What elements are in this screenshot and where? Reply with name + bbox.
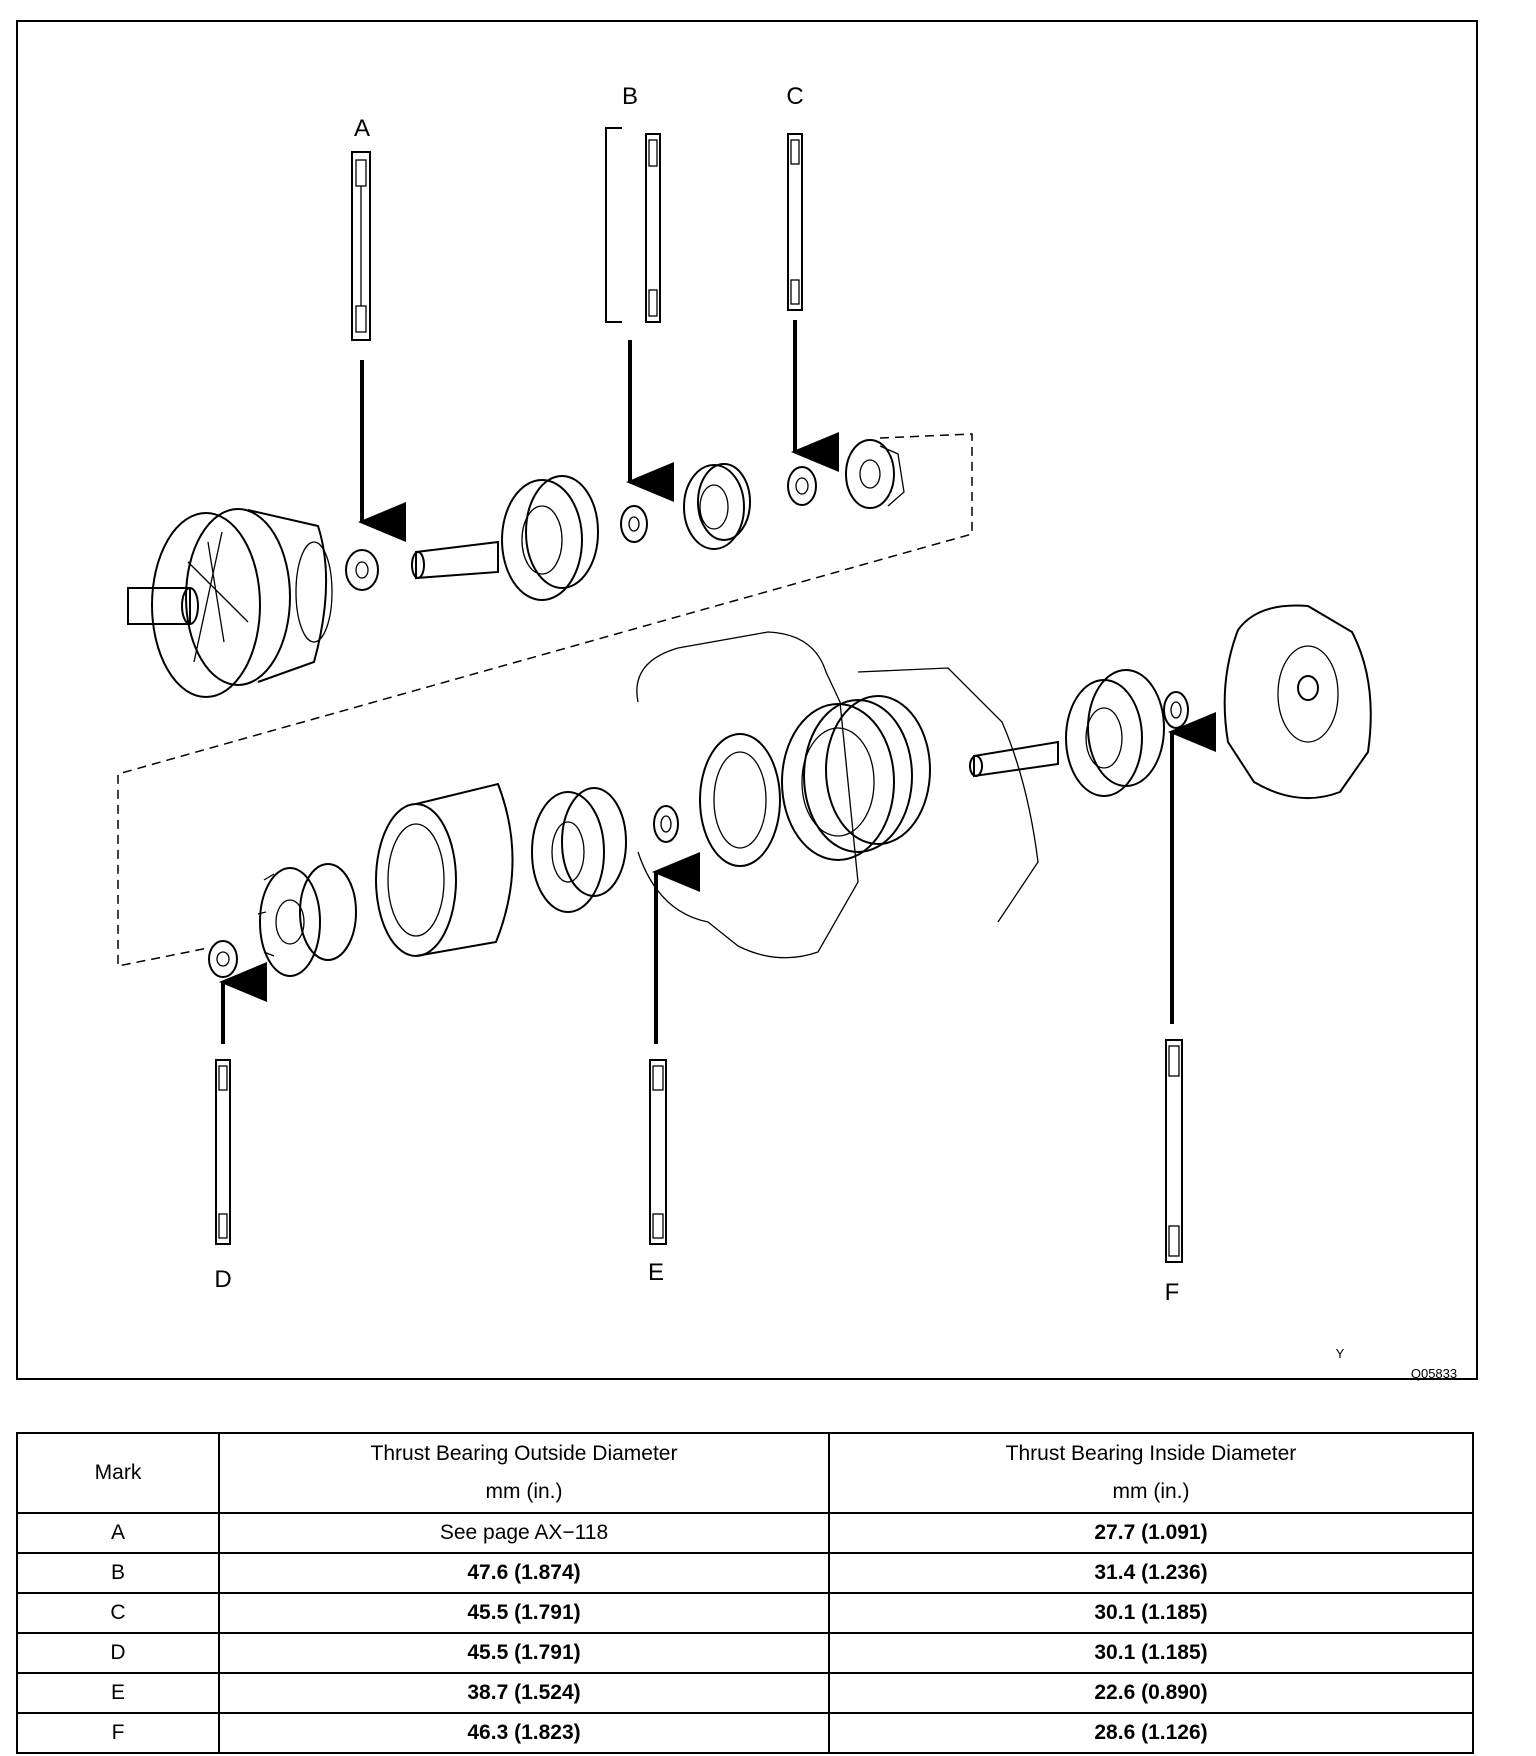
planetary-ring-gear [683,463,751,550]
bearing-profile-b [605,127,661,323]
figure-id: Q05833 [1411,1366,1457,1381]
mark-label-a: A [354,115,370,142]
one-way-clutch-hub [531,787,627,913]
mark-label-f: F [1165,1279,1180,1306]
bearing-profile-f [1165,1039,1183,1263]
exploded-view-figure: A B C D E F Y Q05833 [16,20,1478,1381]
input-shaft-clutch [411,475,599,601]
cell-outside: 45.5 (1.791) [218,1632,830,1674]
cell-mark: F [16,1712,220,1754]
cell-mark: D [16,1632,220,1674]
bearing-profile-d [215,1059,231,1245]
corner-code: Y [1336,1346,1345,1361]
cell-outside: 46.3 (1.823) [218,1712,830,1754]
table-row: D 45.5 (1.791) 30.1 (1.185) [16,1632,1474,1674]
cell-outside: See page AX−118 [218,1512,830,1554]
table-row: C 45.5 (1.791) 30.1 (1.185) [16,1592,1474,1634]
assembly-dashed-line [117,433,973,967]
cell-inside: 22.6 (0.890) [828,1672,1474,1714]
cell-inside: 30.1 (1.185) [828,1632,1474,1674]
cell-mark: B [16,1552,220,1594]
header-mark: Mark [16,1432,220,1514]
cell-inside: 31.4 (1.236) [828,1552,1474,1594]
thrust-bearing-c [787,466,817,506]
cell-mark: C [16,1592,220,1634]
mark-label-b: B [622,83,638,110]
output-shaft-gear [969,669,1165,797]
cell-outside: 47.6 (1.874) [218,1552,830,1594]
bearing-profile-e [649,1059,667,1245]
table-row: E 38.7 (1.524) 22.6 (0.890) [16,1672,1474,1714]
thrust-bearing-f [1163,691,1189,729]
clutch-drum [375,782,514,957]
bearing-profile-a [351,151,371,341]
cell-inside: 27.7 (1.091) [828,1512,1474,1554]
cell-outside: 38.7 (1.524) [218,1672,830,1714]
thrust-washer-d [208,940,238,978]
cell-inside: 28.6 (1.126) [828,1712,1474,1754]
table-row: A See page AX−118 27.7 (1.091) [16,1512,1474,1554]
planetary-carrier [845,439,905,509]
mark-label-e: E [648,1259,664,1286]
table-row: F 46.3 (1.823) 28.6 (1.126) [16,1712,1474,1754]
bearing-profile-c [787,133,803,311]
sun-gear-drum [257,863,357,977]
cell-mark: E [16,1672,220,1714]
thrust-washer-b [620,505,648,543]
thrust-washer-a [345,549,379,591]
brake-pack [781,695,931,861]
transmission-case-outline [636,631,1039,959]
mark-label-d: D [214,1266,231,1293]
oil-pump-assembly [127,508,333,698]
extension-housing [1223,604,1372,800]
cell-inside: 30.1 (1.185) [828,1592,1474,1634]
cell-outside: 45.5 (1.791) [218,1592,830,1634]
thrust-bearing-e [653,805,679,843]
mark-label-c: C [786,83,803,110]
table-row: B 47.6 (1.874) 31.4 (1.236) [16,1552,1474,1594]
cell-mark: A [16,1512,220,1554]
